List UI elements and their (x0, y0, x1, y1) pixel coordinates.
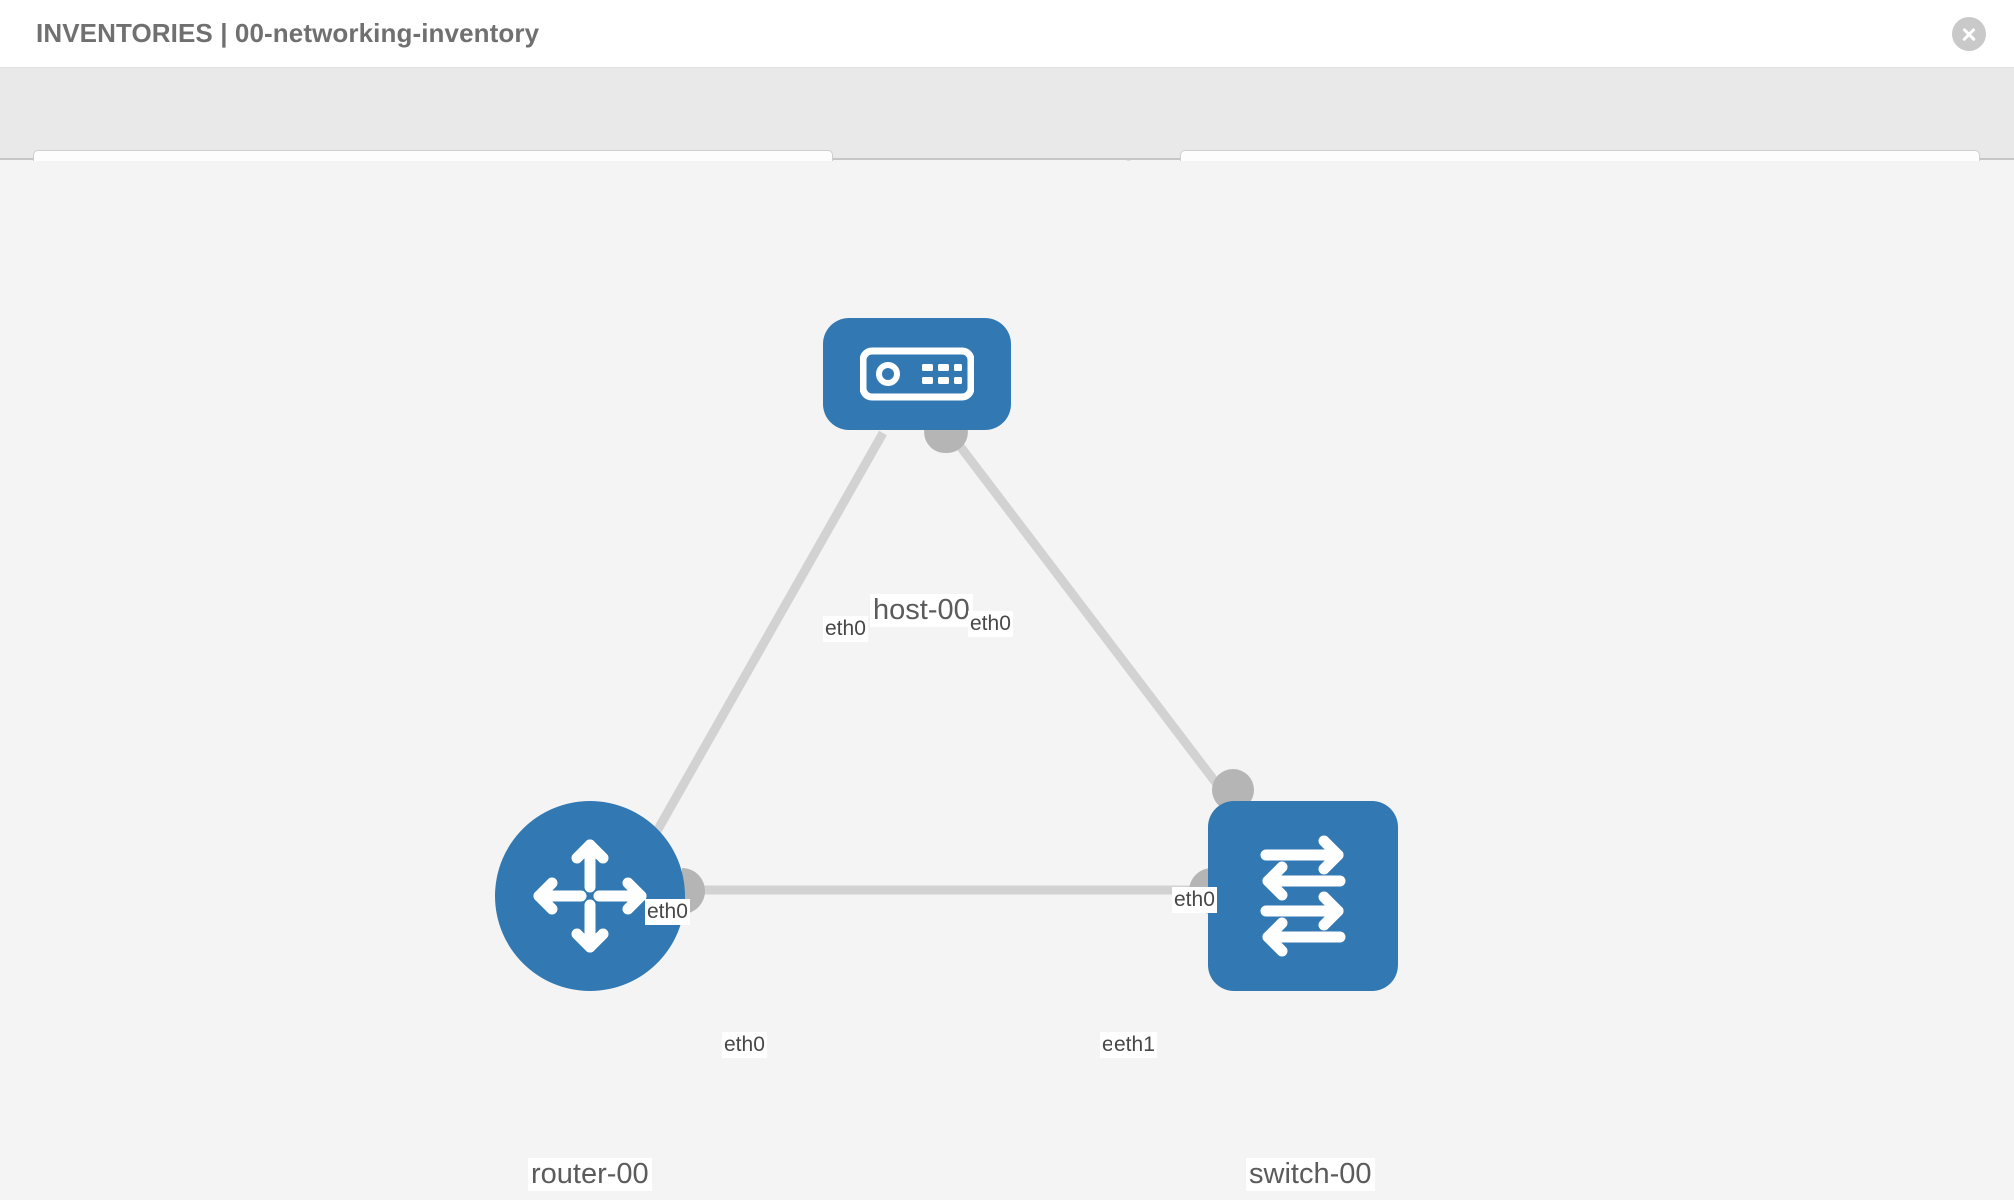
router-arrows-icon (533, 839, 647, 953)
port-label-host-right: eth0 (968, 611, 1013, 637)
switch-node-shape[interactable] (1208, 801, 1398, 991)
node-label-host-00: host-00 (870, 594, 973, 627)
connector-host-bottom (924, 426, 968, 454)
edge-host-switch (946, 430, 1249, 824)
toolbar: ACTIONS SEARCH (0, 68, 2014, 202)
node-label-switch-00: switch-00 (1246, 1158, 1375, 1191)
port-label-router-right: eth0 (722, 1032, 767, 1058)
edge-host-router (636, 430, 887, 864)
node-label-router-00: router-00 (528, 1158, 652, 1191)
port-label-switch-left: eth1 (1112, 1032, 1157, 1058)
port-label-host-left: eth0 (823, 616, 868, 642)
topology-edges (636, 430, 1249, 895)
host-node-shape[interactable] (823, 318, 1011, 430)
topology-graph (636, 426, 1254, 914)
topology-connectors (682, 426, 1254, 914)
port-label-switch-up: eth0 (1172, 887, 1217, 913)
port-label-router-up: eth0 (645, 899, 690, 925)
server-icon (860, 347, 974, 401)
router-node-shape[interactable] (495, 801, 685, 991)
topology-canvas[interactable]: host-00 eth0 eth0 router-00 eth0 eth0 (0, 161, 2014, 1200)
page-title: INVENTORIES | 00-networking-inventory (36, 18, 540, 48)
close-icon[interactable] (1952, 17, 1986, 51)
connector-switch-topleft (1212, 769, 1254, 811)
switch-arrows-icon (1260, 835, 1346, 957)
page-header: INVENTORIES | 00-networking-inventory (0, 0, 2014, 68)
